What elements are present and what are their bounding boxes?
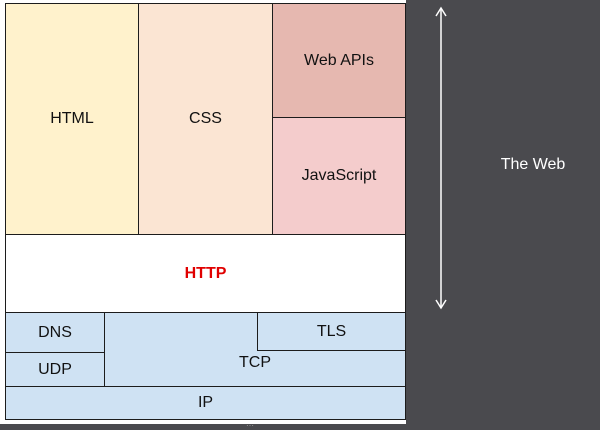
html-layer: HTML xyxy=(5,3,139,235)
tls-layer: TLS xyxy=(257,312,406,351)
resize-handle-icon: ⋯ xyxy=(246,421,254,430)
web-stack-diagram: HTML CSS Web APIs JavaScript HTTP TCP TL… xyxy=(0,0,406,424)
javascript-layer: JavaScript xyxy=(272,117,406,235)
css-layer: CSS xyxy=(138,3,273,235)
dns-layer: DNS xyxy=(5,312,105,353)
the-web-label: The Web xyxy=(500,156,566,173)
http-layer: HTTP xyxy=(5,234,406,313)
web-apis-layer: Web APIs xyxy=(272,3,406,118)
double-arrow-icon xyxy=(435,6,447,310)
ip-layer: IP xyxy=(5,386,406,420)
udp-layer: UDP xyxy=(5,352,105,387)
